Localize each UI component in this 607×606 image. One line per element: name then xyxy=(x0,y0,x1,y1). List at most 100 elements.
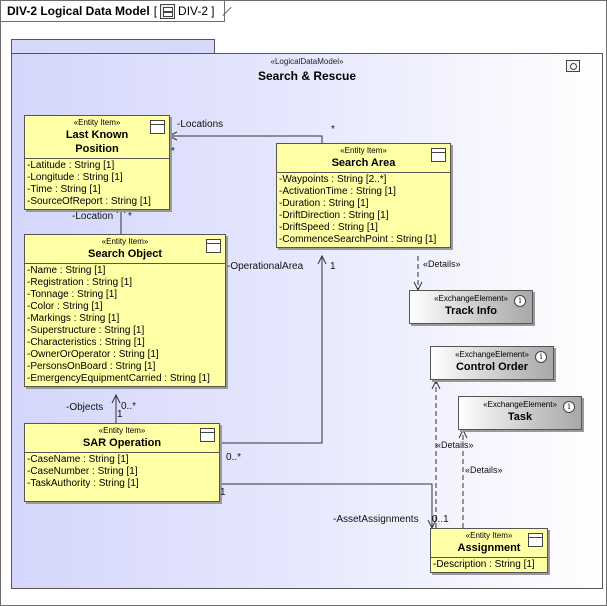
package-tab xyxy=(11,39,215,54)
diagram-title: DIV-2 Logical Data Model xyxy=(7,4,150,18)
attribute: -Description : String [1] xyxy=(433,559,535,570)
attribute: -ActivationTime : String [1] xyxy=(279,186,396,197)
class-header: «Entity Item» Search Area xyxy=(277,144,450,173)
attribute: -Time : String [1] xyxy=(27,184,101,195)
arrowhead-operational-area xyxy=(317,254,327,265)
attribute: -Registration : String [1] xyxy=(27,277,133,288)
attribute: -Markings : String [1] xyxy=(27,313,120,324)
mult-locations-search-area: * xyxy=(331,124,335,135)
details-label-task: «Details» xyxy=(465,465,503,475)
attribute: -Color : String [1] xyxy=(27,301,103,312)
attribute: -CommenceSearchPoint : String [1] xyxy=(279,234,437,245)
attribute: -OwnerOrOperator : String [1] xyxy=(27,349,159,360)
arrowhead-details-task xyxy=(458,428,468,439)
class-last-known-position[interactable]: «Entity Item» Last Known Position -Latit… xyxy=(24,115,170,210)
class-stereotype: «Entity Item» xyxy=(465,531,513,540)
role-locations: -Locations xyxy=(177,119,224,130)
class-attributes: -Description : String [1] xyxy=(431,558,547,572)
class-attributes: -Name : String [1] -Registration : Strin… xyxy=(25,264,225,386)
package-name: Search & Rescue xyxy=(257,69,357,83)
class-icon xyxy=(150,120,165,134)
class-stereotype: «Entity Item» xyxy=(98,426,146,435)
role-asset-assignments: -AssetAssignments xyxy=(333,514,419,525)
exchange-name: Task xyxy=(507,411,533,423)
attribute: -Characteristics : String [1] xyxy=(27,337,145,348)
info-icon: i xyxy=(535,351,547,363)
diagram-reference[interactable]: [ DIV-2 ] xyxy=(153,3,215,19)
attribute: -DriftSpeed : String [1] xyxy=(279,222,378,233)
mult-locations-lkp: * xyxy=(171,146,175,157)
attribute: -SourceOfReport : String [1] xyxy=(27,196,151,207)
attribute: -PersonsOnBoard : String [1] xyxy=(27,361,156,372)
edge-operational-area xyxy=(219,256,323,444)
class-attributes: -CaseName : String [1] -CaseNumber : Str… xyxy=(25,453,219,501)
class-assignment[interactable]: «Entity Item» Assignment -Description : … xyxy=(430,528,548,573)
attribute: -CaseName : String [1] xyxy=(27,454,129,465)
edge-asset-assignments xyxy=(219,483,433,528)
class-icon xyxy=(206,239,221,253)
class-stereotype: «Entity Item» xyxy=(340,146,387,155)
class-stereotype: «Entity Item» xyxy=(101,237,149,246)
attribute: -CaseNumber : String [1] xyxy=(27,466,138,477)
class-header: «Entity Item» Search Object xyxy=(25,235,225,264)
arrowhead-details-control xyxy=(431,379,441,390)
details-label-control: «Details» xyxy=(436,440,474,450)
class-name: Assignment xyxy=(457,542,521,554)
mult-operational-area: 1 xyxy=(330,261,336,272)
exchange-control-order[interactable]: «ExchangeElement» Control Order i xyxy=(430,346,554,380)
class-header: «Entity Item» Last Known Position xyxy=(25,116,169,159)
details-label-track: «Details» xyxy=(423,259,461,269)
class-attributes: -Latitude : String [1] -Longitude : Stri… xyxy=(25,159,169,209)
exchange-task[interactable]: «ExchangeElement» Task i xyxy=(458,396,582,430)
class-stereotype: «Entity Item» xyxy=(73,118,121,127)
mult-objects: 0..* xyxy=(121,401,137,412)
role-objects: -Objects xyxy=(66,402,104,413)
attribute: -TaskAuthority : String [1] xyxy=(27,478,139,489)
info-icon: i xyxy=(563,401,575,413)
attribute: -Superstructure : String [1] xyxy=(27,325,145,336)
attribute: -DriftDirection : String [1] xyxy=(279,210,389,221)
attribute: -Name : String [1] xyxy=(27,265,106,276)
class-name: SAR Operation xyxy=(82,437,162,449)
class-header: «Entity Item» Assignment xyxy=(431,529,547,558)
exchange-stereotype: «ExchangeElement» xyxy=(434,294,508,303)
mult-objects-one: 1 xyxy=(117,409,123,420)
diagram-ref-label: DIV-2 xyxy=(178,4,209,18)
class-sar-operation[interactable]: «Entity Item» SAR Operation -CaseName : … xyxy=(24,423,220,502)
class-attributes: -Waypoints : String [2..*] -ActivationTi… xyxy=(277,173,450,247)
info-icon: i xyxy=(514,295,526,307)
attribute: -Tonnage : String [1] xyxy=(27,289,118,300)
attribute: -Waypoints : String [2..*] xyxy=(279,174,387,185)
attribute: -Longitude : String [1] xyxy=(27,172,123,183)
attribute: -Duration : String [1] xyxy=(279,198,369,209)
bracket-close: ] xyxy=(211,4,215,18)
class-icon xyxy=(528,533,543,547)
role-location: -Location xyxy=(72,211,114,222)
bracket-open: [ xyxy=(153,4,158,18)
exchange-name: Track Info xyxy=(445,305,497,317)
diagram-icon xyxy=(160,3,176,19)
mult-sar-op-assignments: 1 xyxy=(220,487,226,498)
class-header: «Entity Item» SAR Operation xyxy=(25,424,219,453)
class-name: Search Object xyxy=(88,248,162,260)
class-search-object[interactable]: «Entity Item» Search Object -Name : Stri… xyxy=(24,234,226,387)
mult-sar-op-operational: 0..* xyxy=(226,452,242,463)
mult-location: * xyxy=(128,211,132,222)
class-name: Last Known Position xyxy=(65,129,129,155)
exchange-track-info[interactable]: «ExchangeElement» Track Info i xyxy=(409,290,533,324)
edge-locations xyxy=(169,135,323,144)
attribute: -EmergencyEquipmentCarried : String [1] xyxy=(27,373,210,384)
exchange-stereotype: «ExchangeElement» xyxy=(483,400,557,409)
class-icon xyxy=(200,428,215,442)
mult-asset-assignments: 0..1 xyxy=(432,514,449,525)
package-model-icon xyxy=(566,60,580,72)
diagram-frame-header: DIV-2 Logical Data Model [ DIV-2 ] xyxy=(1,1,226,22)
role-operational-area: -OperationalArea xyxy=(227,261,304,272)
class-search-area[interactable]: «Entity Item» Search Area -Waypoints : S… xyxy=(276,143,451,248)
exchange-name: Control Order xyxy=(455,361,529,373)
package-stereotype: «LogicalDataModel» xyxy=(270,57,344,66)
attribute: -Latitude : String [1] xyxy=(27,160,115,171)
arrowhead-objects xyxy=(111,393,121,404)
exchange-stereotype: «ExchangeElement» xyxy=(455,350,529,359)
